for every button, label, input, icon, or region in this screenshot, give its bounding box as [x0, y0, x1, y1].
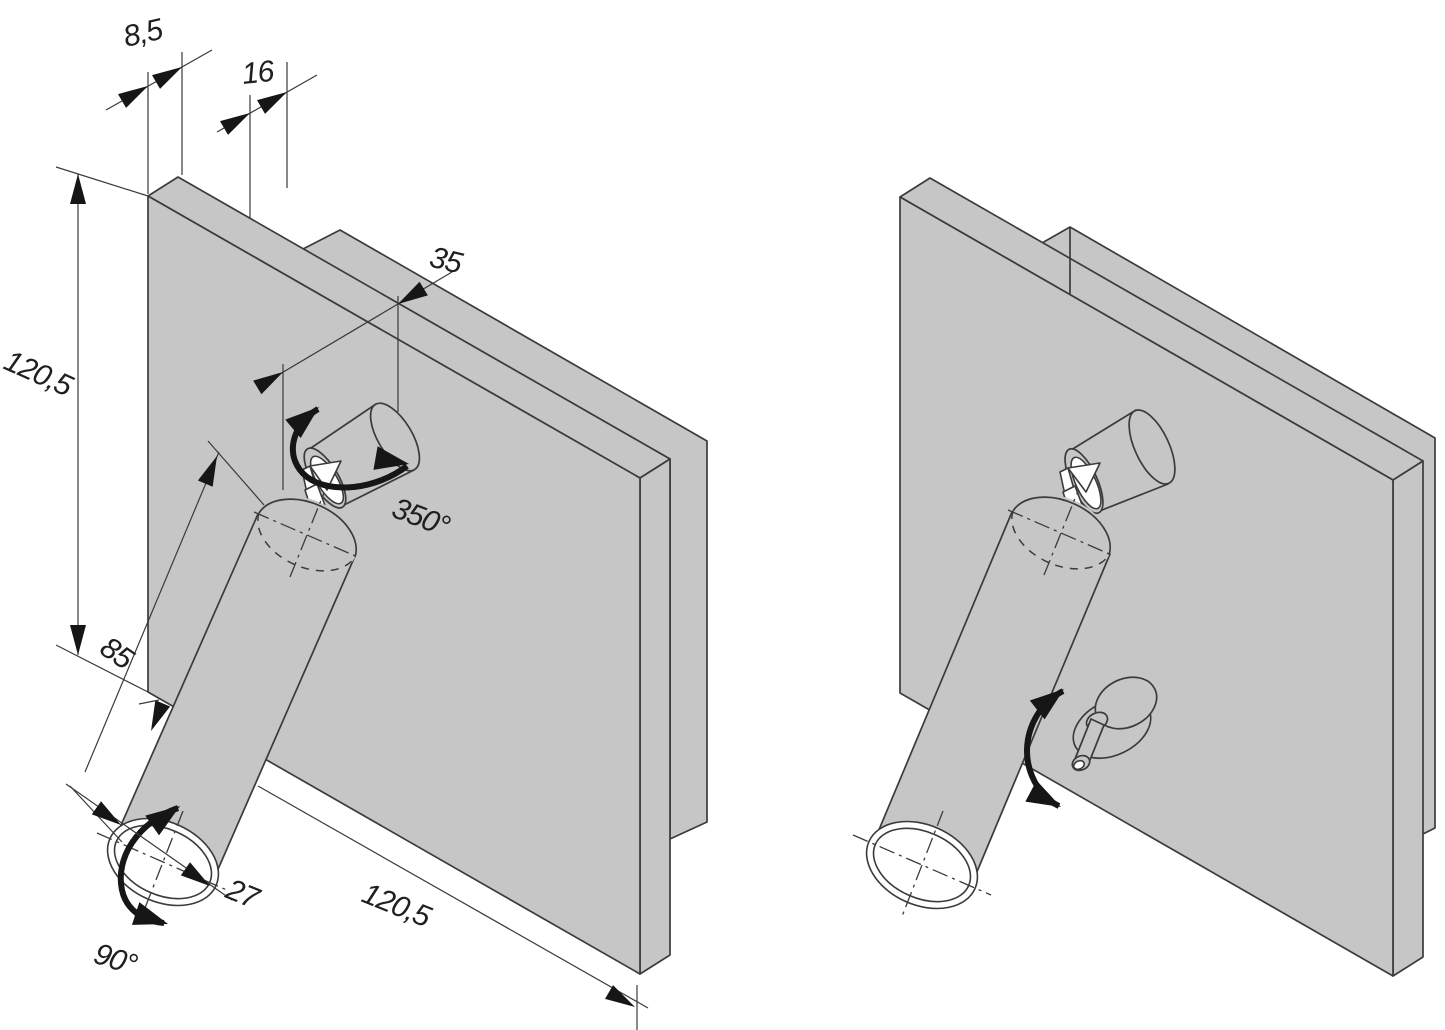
dimension-panel-thickness: 8,5 [105, 13, 213, 194]
head-centerline-2 [900, 810, 944, 920]
dim-label-tilt-range: 90° [90, 937, 141, 982]
swivel-mount [1059, 409, 1176, 518]
head-centerline-1 [852, 834, 992, 896]
lamp-head [852, 810, 992, 920]
dimension-spot-offset: 35 [253, 241, 466, 490]
arm-top-rim-far [1012, 496, 1112, 556]
arm-top-face [1010, 494, 1112, 572]
dimension-wall-plate-thickness: 16 [216, 55, 318, 218]
tilt-rotation-arrow [117, 796, 187, 936]
dim-label-panel-thickness: 8,5 [120, 13, 166, 54]
front-panel-face [147, 195, 641, 975]
arm-top-centerline-1 [253, 511, 361, 559]
front-panel-right-facet [1392, 460, 1424, 977]
arm-top-rim-far [258, 498, 358, 558]
swivel-rotation-arrow [285, 397, 412, 491]
front-panel-face [899, 196, 1394, 977]
head-centerline-1 [96, 832, 230, 892]
front-panel [899, 177, 1424, 977]
lamp-arm [872, 490, 1115, 887]
dim-label-wall-plate-thickness: 16 [240, 55, 276, 91]
yoke-fork [1067, 462, 1101, 493]
arm-top-rim-hidden [257, 512, 356, 572]
dim-label-arm-diameter: 27 [220, 873, 265, 917]
toggle-switch [1071, 676, 1158, 772]
lamp-arm [113, 492, 361, 884]
arm-top-centerline-2 [1043, 490, 1079, 576]
arm-top-face [256, 496, 358, 574]
tilt-arrow-head-bottom [131, 902, 172, 936]
left-view: 8,5 16 120,5 35 [0, 13, 708, 1030]
yoke-fork [309, 460, 342, 491]
arm-top-rim-hidden [1011, 510, 1110, 570]
mount-cap [1128, 409, 1176, 485]
dim-label-spot-offset: 35 [426, 241, 466, 281]
arm-top-centerline-2 [289, 492, 325, 578]
right-view [852, 177, 1436, 977]
switch-lever-tip-face [1072, 759, 1086, 771]
dim-label-arm-length: 85 [94, 631, 140, 677]
mount-cap [369, 402, 421, 472]
dim-label-panel-width: 120,5 [357, 877, 436, 934]
dim-label-panel-height: 120,5 [0, 344, 78, 403]
front-panel-right-facet [639, 458, 671, 975]
switch-flip-arrow [1024, 679, 1072, 818]
dimension-panel-height: 120,5 [0, 166, 149, 693]
front-panel [147, 176, 671, 975]
arm-top-centerline-1 [1007, 509, 1115, 557]
head-centerline-2 [142, 810, 184, 914]
